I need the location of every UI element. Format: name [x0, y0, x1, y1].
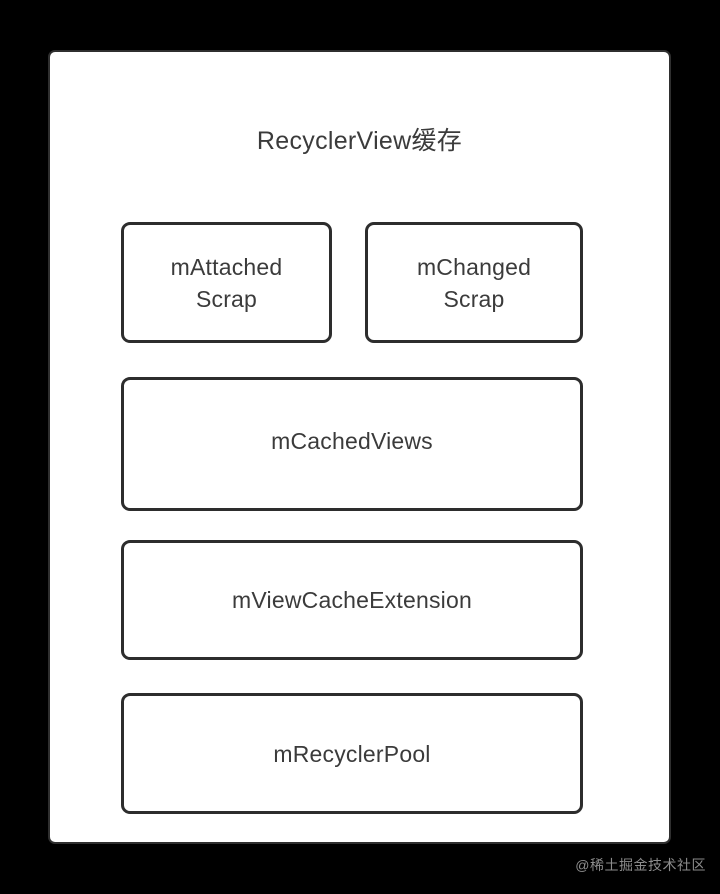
cache-box-label: mRecyclerPool	[273, 740, 431, 767]
page-title: RecyclerView缓存	[256, 127, 463, 155]
cache-box-view-cache-extension: mViewCacheExtension	[121, 540, 583, 660]
cache-box-label: mAttached Scrap	[170, 253, 283, 312]
diagram-card: RecyclerView缓存 mAttached Scrap mChanged …	[48, 50, 671, 844]
cache-box-label: mViewCacheExtension	[232, 587, 472, 613]
cache-box-attached-scrap: mAttached Scrap	[121, 222, 332, 343]
watermark: @稀土掘金技术社区	[575, 857, 706, 873]
cache-box-label: mChanged Scrap	[416, 253, 532, 312]
cache-box-changed-scrap: mChanged Scrap	[365, 222, 583, 343]
cache-box-label: mCachedViews	[271, 428, 433, 454]
cache-box-recycler-pool: mRecyclerPool	[121, 693, 583, 814]
cache-box-cached-views: mCachedViews	[121, 377, 583, 511]
